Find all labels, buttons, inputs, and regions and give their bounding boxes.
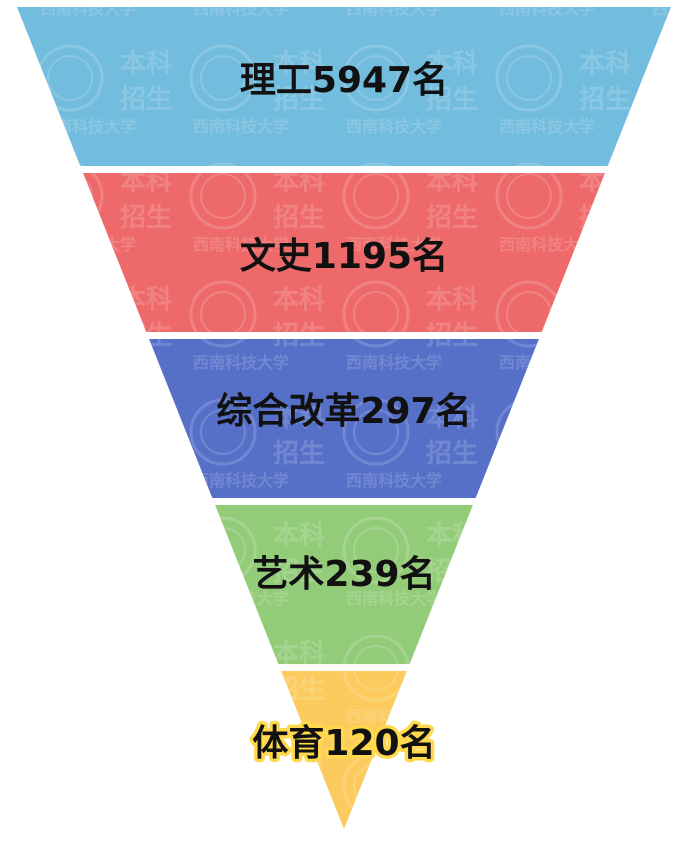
watermark-overlay-1 bbox=[17, 7, 671, 166]
watermark-overlay-4 bbox=[215, 505, 473, 664]
funnel-label-1: 理工5947名 bbox=[240, 60, 448, 101]
funnel-label-3: 综合改革297名 bbox=[216, 391, 471, 432]
funnel-label-2: 文史1195名 bbox=[240, 236, 448, 277]
funnel-label-5: 体育120名 bbox=[252, 723, 435, 764]
funnel-segments bbox=[17, 7, 671, 829]
funnel-label-4: 艺术239名 bbox=[252, 554, 435, 595]
watermark-overlay-5 bbox=[281, 671, 407, 829]
watermark-overlay-3 bbox=[149, 339, 539, 498]
watermark-overlay-2 bbox=[83, 173, 605, 332]
